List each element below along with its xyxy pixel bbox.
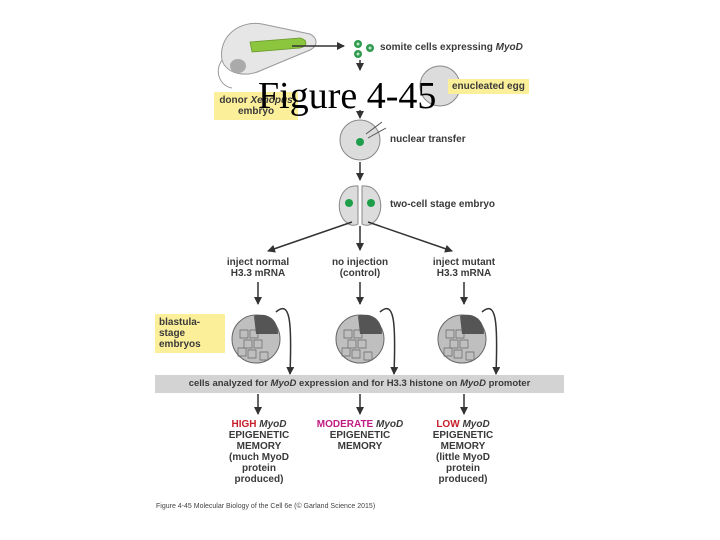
curved-arrow-middle [379, 307, 399, 375]
blastula-embryo-right [437, 314, 487, 364]
blastula-label-line2: stage [159, 328, 186, 339]
branch-label-mutant: inject mutant H3.3 mRNA [414, 257, 514, 279]
analysis-bar: cells analyzed for MyoD expression and f… [155, 375, 564, 393]
donor-label-species: Xenopus [250, 95, 293, 106]
blastula-embryo-middle [335, 314, 385, 364]
outcome-moderate-level: MODERATE [316, 419, 374, 430]
branch-normal-line1: inject normal [226, 257, 290, 268]
outcome-low-level: LOW [436, 419, 460, 430]
somite-cells-label: somite cells expressing MyoD [380, 42, 523, 53]
branch-label-normal: inject normal H3.3 mRNA [208, 257, 308, 279]
outcome-high-line5: protein [242, 463, 276, 474]
outcome-high-line2: EPIGENETIC [228, 430, 290, 441]
analysis-text-3: promoter [485, 378, 531, 389]
two-cell-embryo [338, 185, 382, 226]
enucleated-egg-label: enucleated egg [448, 79, 529, 94]
nuclear-transfer-cell [339, 119, 387, 161]
outcome-high: HIGH MyoD EPIGENETIC MEMORY (much MyoD p… [206, 419, 312, 485]
somite-cells [354, 40, 374, 58]
nuclear-transfer-label: nuclear transfer [390, 134, 466, 145]
outcome-moderate: MODERATE MyoD EPIGENETIC MEMORY [304, 419, 416, 452]
blastula-label-line1: blastula- [159, 317, 201, 328]
outcome-low-gene: MyoD [462, 419, 490, 430]
branch-mutant-line1: inject mutant [432, 257, 496, 268]
donor-embryo-drawing [217, 22, 317, 89]
outcome-high-line3: MEMORY [236, 441, 282, 452]
blastula-embryo-left [231, 314, 281, 364]
branch-mutant-line2: H3.3 mRNA [436, 268, 492, 279]
outcome-high-level: HIGH [231, 419, 257, 430]
branch-normal-line2: H3.3 mRNA [230, 268, 286, 279]
outcome-low-line5: protein [446, 463, 480, 474]
two-cell-label: two-cell stage embryo [390, 199, 496, 210]
analysis-text-2: expression and for H3.3 histone on [296, 378, 461, 389]
analysis-gene-2: MyoD [460, 378, 486, 389]
outcome-moderate-line2: EPIGENETIC [329, 430, 391, 441]
outcome-high-line4: (much MyoD [229, 452, 289, 463]
analysis-text-1: cells analyzed for [188, 378, 271, 389]
donor-embryo-label: donor Xenopus embryo [214, 92, 298, 120]
analysis-gene-1: MyoD [270, 378, 297, 389]
outcome-low-line2: EPIGENETIC [432, 430, 494, 441]
outcome-low: LOW MyoD EPIGENETIC MEMORY (little MyoD … [410, 419, 516, 485]
outcome-high-line6: produced) [234, 474, 284, 485]
somite-label-gene: MyoD [495, 42, 523, 53]
branch-control-line2: (control) [339, 268, 381, 279]
blastula-stage-label: blastula- stage embryos [155, 314, 225, 353]
arrow-branch-left [267, 221, 353, 253]
arrow-branch-right [367, 221, 453, 253]
slide-title: Figure 4-45 [258, 75, 437, 117]
outcome-high-gene: MyoD [259, 419, 287, 430]
donor-label-embryo: embryo [237, 106, 275, 117]
outcome-low-line3: MEMORY [440, 441, 486, 452]
outcome-low-line4: (little MyoD [436, 452, 490, 463]
curved-arrow-right [481, 307, 501, 375]
branch-label-control: no injection (control) [310, 257, 410, 279]
branch-control-line1: no injection [331, 257, 389, 268]
curved-arrow-left [275, 307, 295, 375]
donor-label-prefix: donor [219, 95, 251, 106]
outcome-moderate-line3: MEMORY [337, 441, 383, 452]
figure-caption: Figure 4-45 Molecular Biology of the Cel… [156, 503, 376, 510]
outcome-low-line6: produced) [438, 474, 488, 485]
somite-label-text: somite cells expressing [380, 42, 496, 53]
blastula-label-line3: embryos [159, 339, 201, 350]
outcome-moderate-gene: MyoD [376, 419, 404, 430]
